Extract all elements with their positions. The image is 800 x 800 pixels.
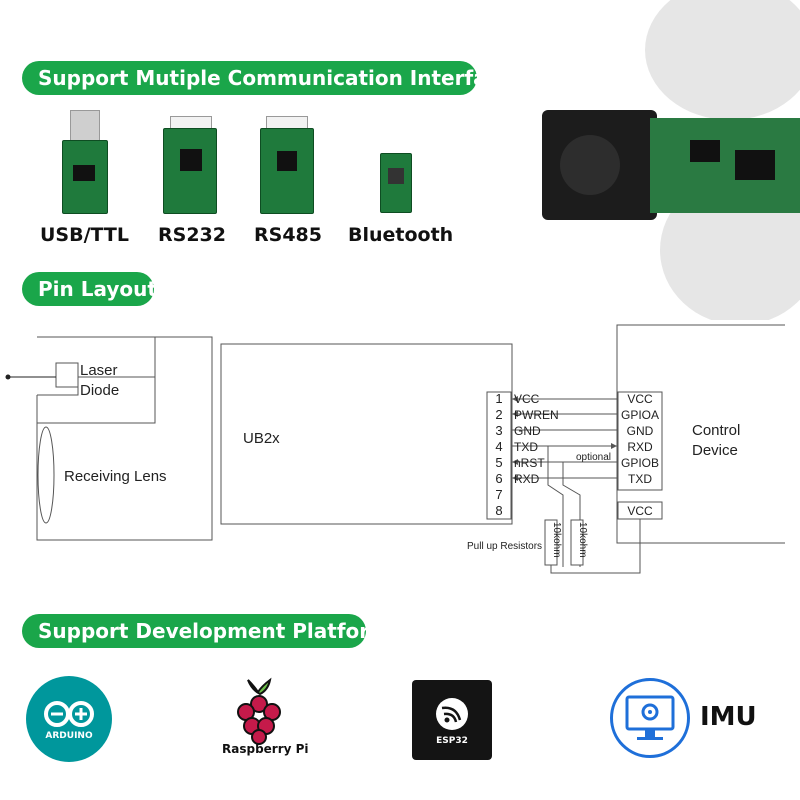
module-label-usb-ttl: USB/TTL bbox=[40, 224, 129, 246]
module-label-bluetooth: Bluetooth bbox=[348, 224, 454, 246]
arduino-infinity-icon bbox=[44, 701, 94, 727]
receiving-lens-shape bbox=[37, 426, 55, 524]
pin-number: 1 bbox=[495, 391, 502, 406]
device-vcc-label: VCC bbox=[627, 504, 653, 518]
resistor-2 bbox=[570, 519, 584, 566]
device-title-line1: Control bbox=[692, 422, 740, 439]
arduino-logo-text: ARDUINO bbox=[45, 731, 93, 741]
imu-logo-circle bbox=[610, 678, 690, 758]
device-pin: RXD bbox=[627, 440, 653, 454]
usb-ttl-board-image bbox=[62, 140, 108, 214]
rs485-board-image bbox=[260, 128, 314, 214]
pin-number: 8 bbox=[495, 503, 502, 518]
pin-number: 4 bbox=[495, 439, 502, 454]
pin-layout-diagram: 1 2 3 4 5 6 7 8 VCC PWREN GND TXD nRST R… bbox=[5, 324, 785, 574]
control-device-outline bbox=[616, 324, 785, 544]
raspberry-pi-label: Raspberry Pi bbox=[222, 742, 309, 756]
resistor-2-label: 10kohm bbox=[577, 522, 588, 558]
pin-number: 5 bbox=[495, 455, 502, 470]
module-label-rs485: RS485 bbox=[254, 224, 322, 246]
module-name-label: UB2x bbox=[243, 430, 280, 447]
device-title-line2: Device bbox=[692, 442, 738, 459]
device-pin: GND bbox=[627, 424, 654, 438]
resistor-1-label: 10kohm bbox=[551, 522, 562, 558]
pin-name: nRST bbox=[514, 456, 545, 470]
laser-label-line1: Laser bbox=[80, 362, 118, 379]
raspberry-pi-icon bbox=[237, 677, 281, 745]
usb-connector-icon bbox=[70, 110, 100, 144]
bluetooth-board-image bbox=[380, 153, 412, 213]
monitor-gear-icon bbox=[625, 695, 675, 740]
rs232-board-image bbox=[163, 128, 217, 214]
laser-label-line2: Diode bbox=[80, 382, 119, 399]
arduino-logo: ARDUINO bbox=[26, 676, 112, 762]
pullup-label: Pull up Resistors bbox=[467, 541, 542, 552]
device-pin: GPIOB bbox=[621, 456, 659, 470]
device-pin: TXD bbox=[628, 472, 652, 486]
sensor-photo bbox=[542, 0, 800, 320]
ub2x-module-body bbox=[220, 343, 513, 525]
pin-name: PWREN bbox=[514, 408, 559, 422]
device-pin-column bbox=[617, 391, 663, 491]
pin-number: 2 bbox=[495, 407, 502, 422]
pin-number-column bbox=[486, 391, 512, 520]
receiving-lens-label: Receiving Lens bbox=[64, 468, 167, 485]
laser-diode-box bbox=[55, 362, 79, 388]
section-header-interfaces: Support Mutiple Communication Interface bbox=[22, 61, 512, 95]
device-pin: GPIOA bbox=[621, 408, 659, 422]
pin-name: VCC bbox=[514, 392, 540, 406]
section-header-pin-layout: Pin Layout bbox=[22, 272, 157, 306]
module-label-rs232: RS232 bbox=[158, 224, 226, 246]
esp32-chip-icon: ESP32 bbox=[412, 680, 492, 760]
pin-name: RXD bbox=[514, 472, 540, 486]
esp32-label: ESP32 bbox=[436, 736, 468, 746]
pin-name: GND bbox=[514, 424, 541, 438]
device-pin: VCC bbox=[627, 392, 653, 406]
optional-label: optional bbox=[576, 452, 611, 463]
pin-number: 3 bbox=[495, 423, 502, 438]
section-header-platforms: Support Development Platform bbox=[22, 614, 390, 648]
imu-label: IMU bbox=[700, 702, 757, 732]
laser-point-dot bbox=[5, 374, 11, 380]
pin-name: TXD bbox=[514, 440, 538, 454]
pin-number: 7 bbox=[495, 487, 502, 502]
pin-number: 6 bbox=[495, 471, 502, 486]
